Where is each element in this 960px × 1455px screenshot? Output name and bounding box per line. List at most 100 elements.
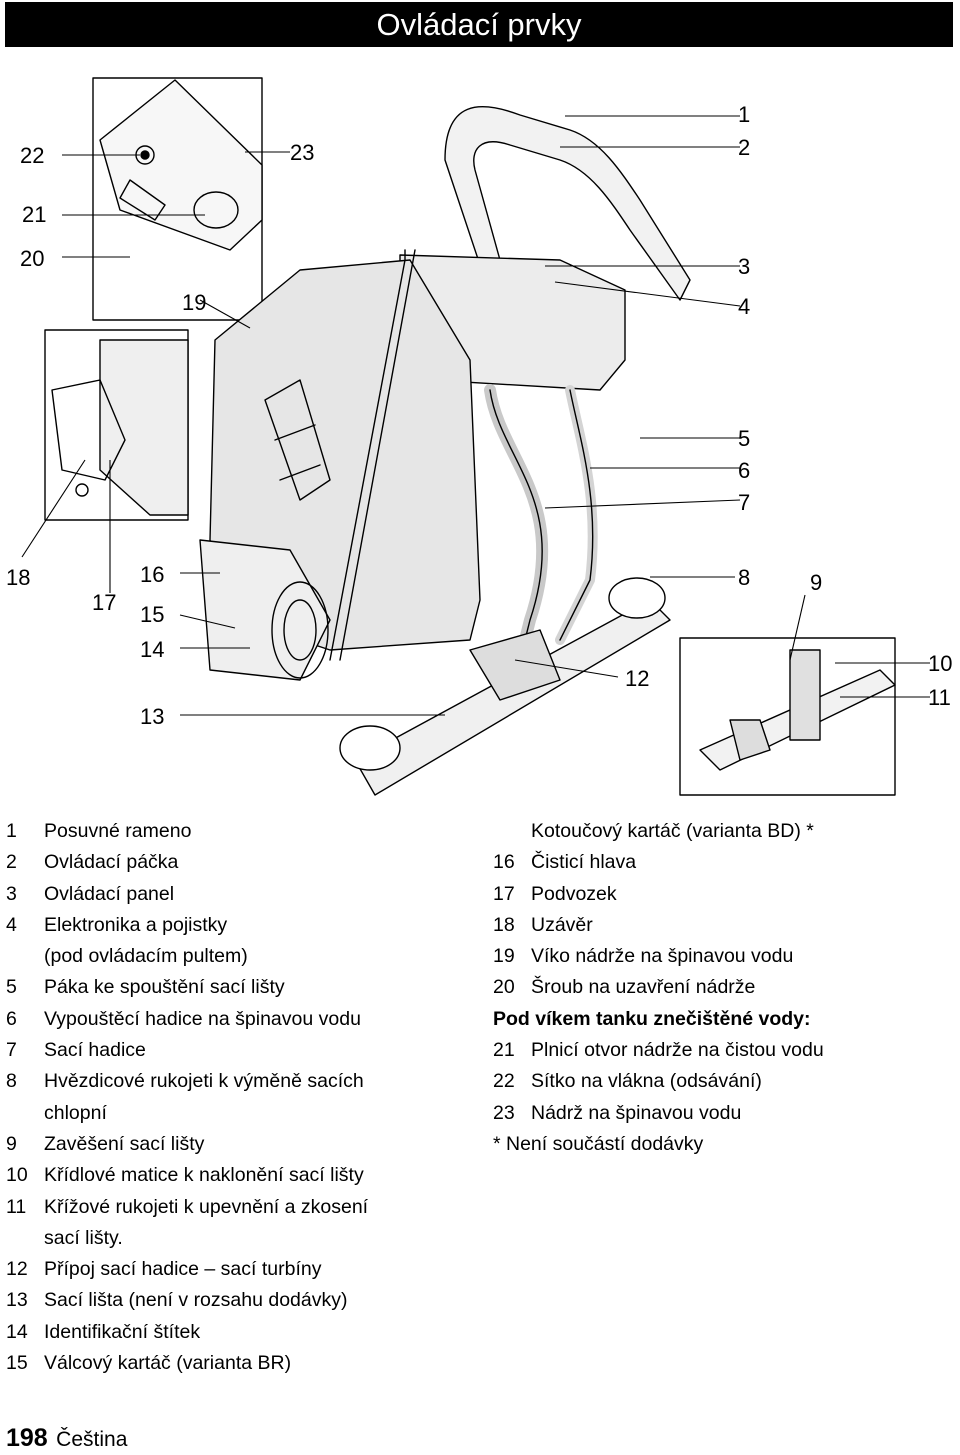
inset-frame-bottom (679, 637, 896, 796)
callout-5: 5 (738, 426, 750, 451)
legend-item-text: Ovládací páčka (44, 851, 179, 874)
legend-item-text: Kotoučový kartáč (varianta BD) * (531, 820, 814, 842)
legend-item-number: 4 (6, 913, 17, 936)
page-title: Ovládací prvky (5, 2, 953, 47)
legend-item: 20 Šroub na uzavření nádrže (493, 972, 953, 1003)
callout-21: 21 (22, 202, 46, 227)
callout-8: 8 (738, 565, 750, 590)
legend-item: Kotoučový kartáč (varianta BD) * (493, 816, 953, 847)
suction-hose (484, 384, 549, 666)
legend-item-text: Plnicí otvor nádrže na čistou vodu (531, 1039, 824, 1062)
legend-item: 21 Plnicí otvor nádrže na čistou vodu (493, 1035, 953, 1066)
legend-item-text: Šroub na uzavření nádrže (531, 976, 756, 999)
legend-item-text: Sítko na vlákna (odsávání) (531, 1070, 762, 1093)
callout-4: 4 (738, 294, 750, 319)
legend-item: 8 Hvězdicové rukojeti k výměně sacích (6, 1066, 476, 1097)
legend-item-number: 19 (493, 945, 515, 968)
legend-heading: Pod víkem tanku znečištěné vody: (493, 1007, 811, 1030)
legend-item-text: Podvozek (531, 882, 617, 905)
legend-item-text: Páka ke spouštění sací lišty (44, 976, 285, 999)
legend-item: 10 Křídlové matice k naklonění sací lišty (6, 1160, 476, 1191)
legend-item: (pod ovládacím pultem) (6, 941, 476, 972)
legend-item-number: 16 (493, 851, 515, 874)
legend-note: * Není součástí dodávky (493, 1132, 704, 1155)
push-handle (444, 105, 691, 301)
inset-frame-left (44, 329, 189, 521)
callout-23: 23 (290, 140, 314, 165)
legend-item-text: Křížové rukojeti k upevnění a zkosení (44, 1195, 369, 1218)
callout-2: 2 (738, 135, 750, 160)
callout-12: 12 (625, 666, 649, 691)
legend-item: 9 Zavěšení sací lišty (6, 1129, 476, 1160)
callout-18: 18 (6, 565, 30, 590)
callout-19: 19 (182, 290, 206, 315)
legend-item-number: 21 (493, 1039, 515, 1062)
page-footer: 198 Čeština (6, 1424, 127, 1453)
legend-item-number: 12 (6, 1258, 28, 1281)
legend-item-number: 8 (6, 1070, 17, 1093)
legend-item: 4 Elektronika a pojistky (6, 910, 476, 941)
legend-item-number: 2 (6, 851, 17, 874)
callout-22: 22 (20, 143, 44, 168)
legend-item: 13 Sací lišta (není v rozsahu dodávky) (6, 1285, 476, 1316)
squeegee-bar (354, 599, 671, 796)
legend-item-number: 5 (6, 976, 17, 999)
legend-item: 12 Přípoj sací hadice – sací turbíny (6, 1254, 476, 1285)
legend-item-number: 11 (6, 1195, 27, 1218)
callout-14: 14 (140, 637, 164, 662)
legend-item-text: Identifikační štítek (44, 1320, 201, 1343)
machine-diagram: 1 2 3 4 5 6 7 8 9 10 11 12 13 14 15 16 1… (6, 77, 952, 796)
legend-item-number: 17 (493, 882, 515, 905)
legend-item: chlopní (6, 1098, 476, 1129)
legend-item: 14 Identifikační štítek (6, 1317, 476, 1348)
legend-item-text: Vypouštěcí hadice na špinavou vodu (44, 1007, 361, 1030)
legend-item-text: Elektronika a pojistky (44, 913, 228, 936)
legend-item-text: Hvězdicové rukojeti k výměně sacích (44, 1070, 364, 1093)
legend-item: 7 Sací hadice (6, 1035, 476, 1066)
drain-hose (555, 385, 598, 645)
legend-item-text: Uzávěr (531, 913, 593, 936)
lowering-lever (329, 249, 416, 661)
legend-item-number: 20 (493, 976, 515, 999)
legend-item-number: 14 (6, 1320, 28, 1343)
legend-item-text: Sací hadice (44, 1039, 146, 1062)
legend-item: 23 Nádrž na špinavou vodu (493, 1098, 953, 1129)
callout-15: 15 (140, 602, 164, 627)
legend-item-number: 13 (6, 1289, 28, 1312)
legend-item-number: 1 (6, 820, 17, 842)
callout-20: 20 (20, 246, 44, 271)
callout-13: 13 (140, 704, 164, 729)
legend-item-text: Zavěšení sací lišty (44, 1132, 205, 1155)
legend-item-number: 3 (6, 882, 17, 905)
legend-item-number: 7 (6, 1039, 17, 1062)
legend-item-text: Křídlové matice k naklonění sací lišty (44, 1164, 364, 1187)
legend-item-number: 6 (6, 1007, 17, 1030)
callout-16: 16 (140, 562, 164, 587)
legend-item-text: Přípoj sací hadice – sací turbíny (44, 1258, 322, 1281)
legend-item-number: 23 (493, 1101, 515, 1124)
legend-item: 11 Křížové rukojeti k upevnění a zkosení (6, 1192, 476, 1223)
legend-item: sací lišty. (6, 1223, 476, 1254)
legend-item-text: Nádrž na špinavou vodu (531, 1101, 742, 1124)
legend-item-text: Posuvné rameno (44, 820, 192, 842)
legend-item-number: 10 (6, 1164, 28, 1187)
callout-10: 10 (928, 651, 952, 676)
callout-1: 1 (738, 102, 750, 127)
legend-item-text: (pod ovládacím pultem) (44, 945, 248, 968)
legend-item-text: sací lišty. (44, 1226, 123, 1249)
legend-item: 5 Páka ke spouštění sací lišty (6, 972, 476, 1003)
legend-item-text: Sací lišta (není v rozsahu dodávky) (44, 1289, 348, 1312)
fill-opening (193, 191, 239, 229)
legend-item: 6 Vypouštěcí hadice na špinavou vodu (6, 1004, 476, 1035)
legend-item: 1 Posuvné rameno (6, 816, 476, 847)
callout-17: 17 (92, 590, 116, 615)
legend-item-number: 15 (6, 1352, 28, 1375)
legend-item-number: 9 (6, 1132, 17, 1155)
